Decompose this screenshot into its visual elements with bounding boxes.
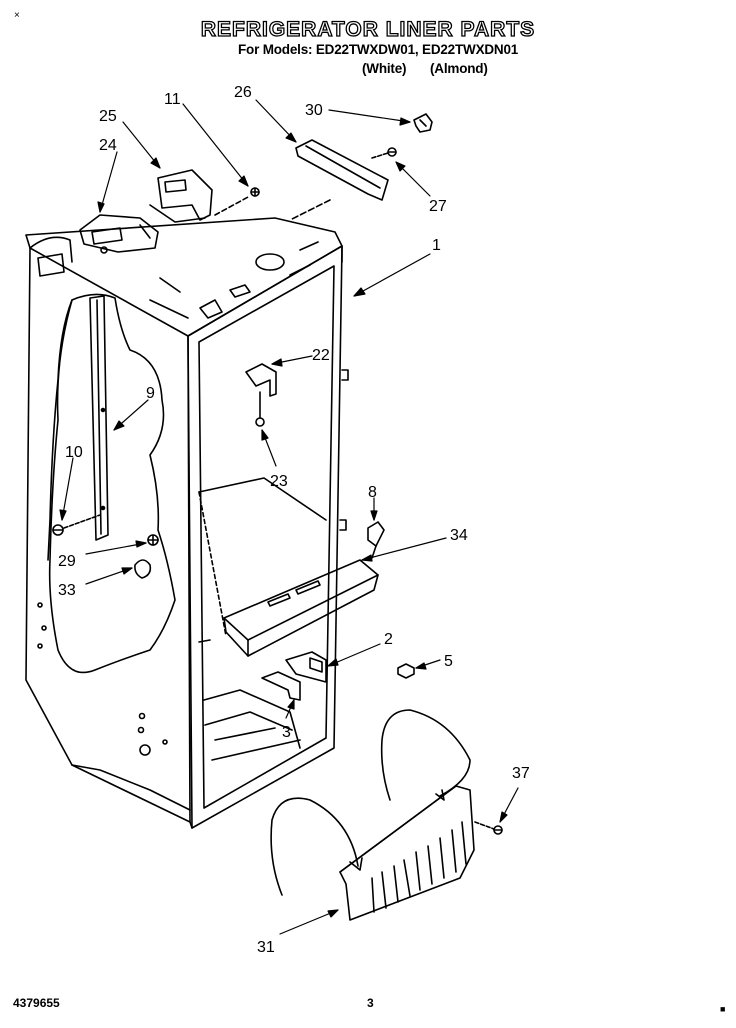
page-title: REFRIGERATOR LINER PARTS bbox=[200, 17, 536, 41]
variant-white: (White) bbox=[362, 61, 407, 76]
callout-34: 34 bbox=[450, 527, 468, 544]
callout-26: 26 bbox=[234, 84, 252, 101]
callout-31: 31 bbox=[257, 939, 275, 956]
part-27-screw bbox=[371, 147, 397, 159]
corner-mark: × bbox=[14, 10, 20, 21]
callout-27: 27 bbox=[429, 198, 447, 215]
part-25-bracket bbox=[149, 169, 213, 223]
part-5-nut bbox=[397, 663, 415, 679]
part-8-stud bbox=[367, 521, 385, 559]
callout-33: 33 bbox=[58, 582, 76, 599]
part-31-heater-assembly bbox=[270, 709, 475, 921]
callout-5: 5 bbox=[444, 653, 453, 670]
callout-22: 22 bbox=[312, 347, 330, 364]
callout-1: 1 bbox=[432, 237, 441, 254]
callout-2: 2 bbox=[384, 631, 393, 648]
part-11-screw bbox=[214, 187, 260, 216]
part-22-bracket bbox=[245, 363, 277, 397]
corner-mark-bottom: ■ bbox=[720, 1004, 726, 1014]
callout-29: 29 bbox=[58, 553, 76, 570]
part-3-plate bbox=[261, 671, 301, 701]
callout-labels: 25 11 26 30 24 27 1 22 9 23 10 8 29 34 3… bbox=[58, 84, 530, 956]
callout-23: 23 bbox=[270, 473, 288, 490]
part-29-fastener bbox=[147, 534, 159, 546]
callout-37: 37 bbox=[512, 765, 530, 782]
document-number: 4379655 bbox=[13, 996, 60, 1010]
models-line: For Models: ED22TWXDW01, ED22TWXDN01 bbox=[238, 42, 519, 57]
page-number: 3 bbox=[367, 996, 374, 1010]
callout-8: 8 bbox=[368, 484, 377, 501]
part-23-screw bbox=[255, 391, 265, 427]
callout-30: 30 bbox=[305, 102, 323, 119]
callout-10: 10 bbox=[65, 444, 83, 461]
part-10-screw bbox=[52, 514, 101, 536]
part-33-bulb bbox=[134, 559, 152, 579]
liner-cabinet bbox=[25, 217, 349, 829]
leader-lines bbox=[59, 99, 519, 935]
part-24-control-housing bbox=[79, 214, 159, 254]
callout-3: 3 bbox=[282, 724, 291, 741]
part-37-screw bbox=[474, 821, 503, 835]
part-34-cover bbox=[223, 559, 379, 657]
part-9-vertical-rail bbox=[89, 295, 109, 541]
part-26-rail bbox=[289, 139, 389, 221]
part-2-bracket bbox=[285, 651, 327, 683]
variant-almond: (Almond) bbox=[430, 61, 488, 76]
callout-24: 24 bbox=[99, 137, 117, 154]
callout-25: 25 bbox=[99, 108, 117, 125]
callout-11: 11 bbox=[164, 91, 181, 108]
callout-9: 9 bbox=[146, 385, 155, 402]
part-30-clip bbox=[413, 113, 433, 133]
